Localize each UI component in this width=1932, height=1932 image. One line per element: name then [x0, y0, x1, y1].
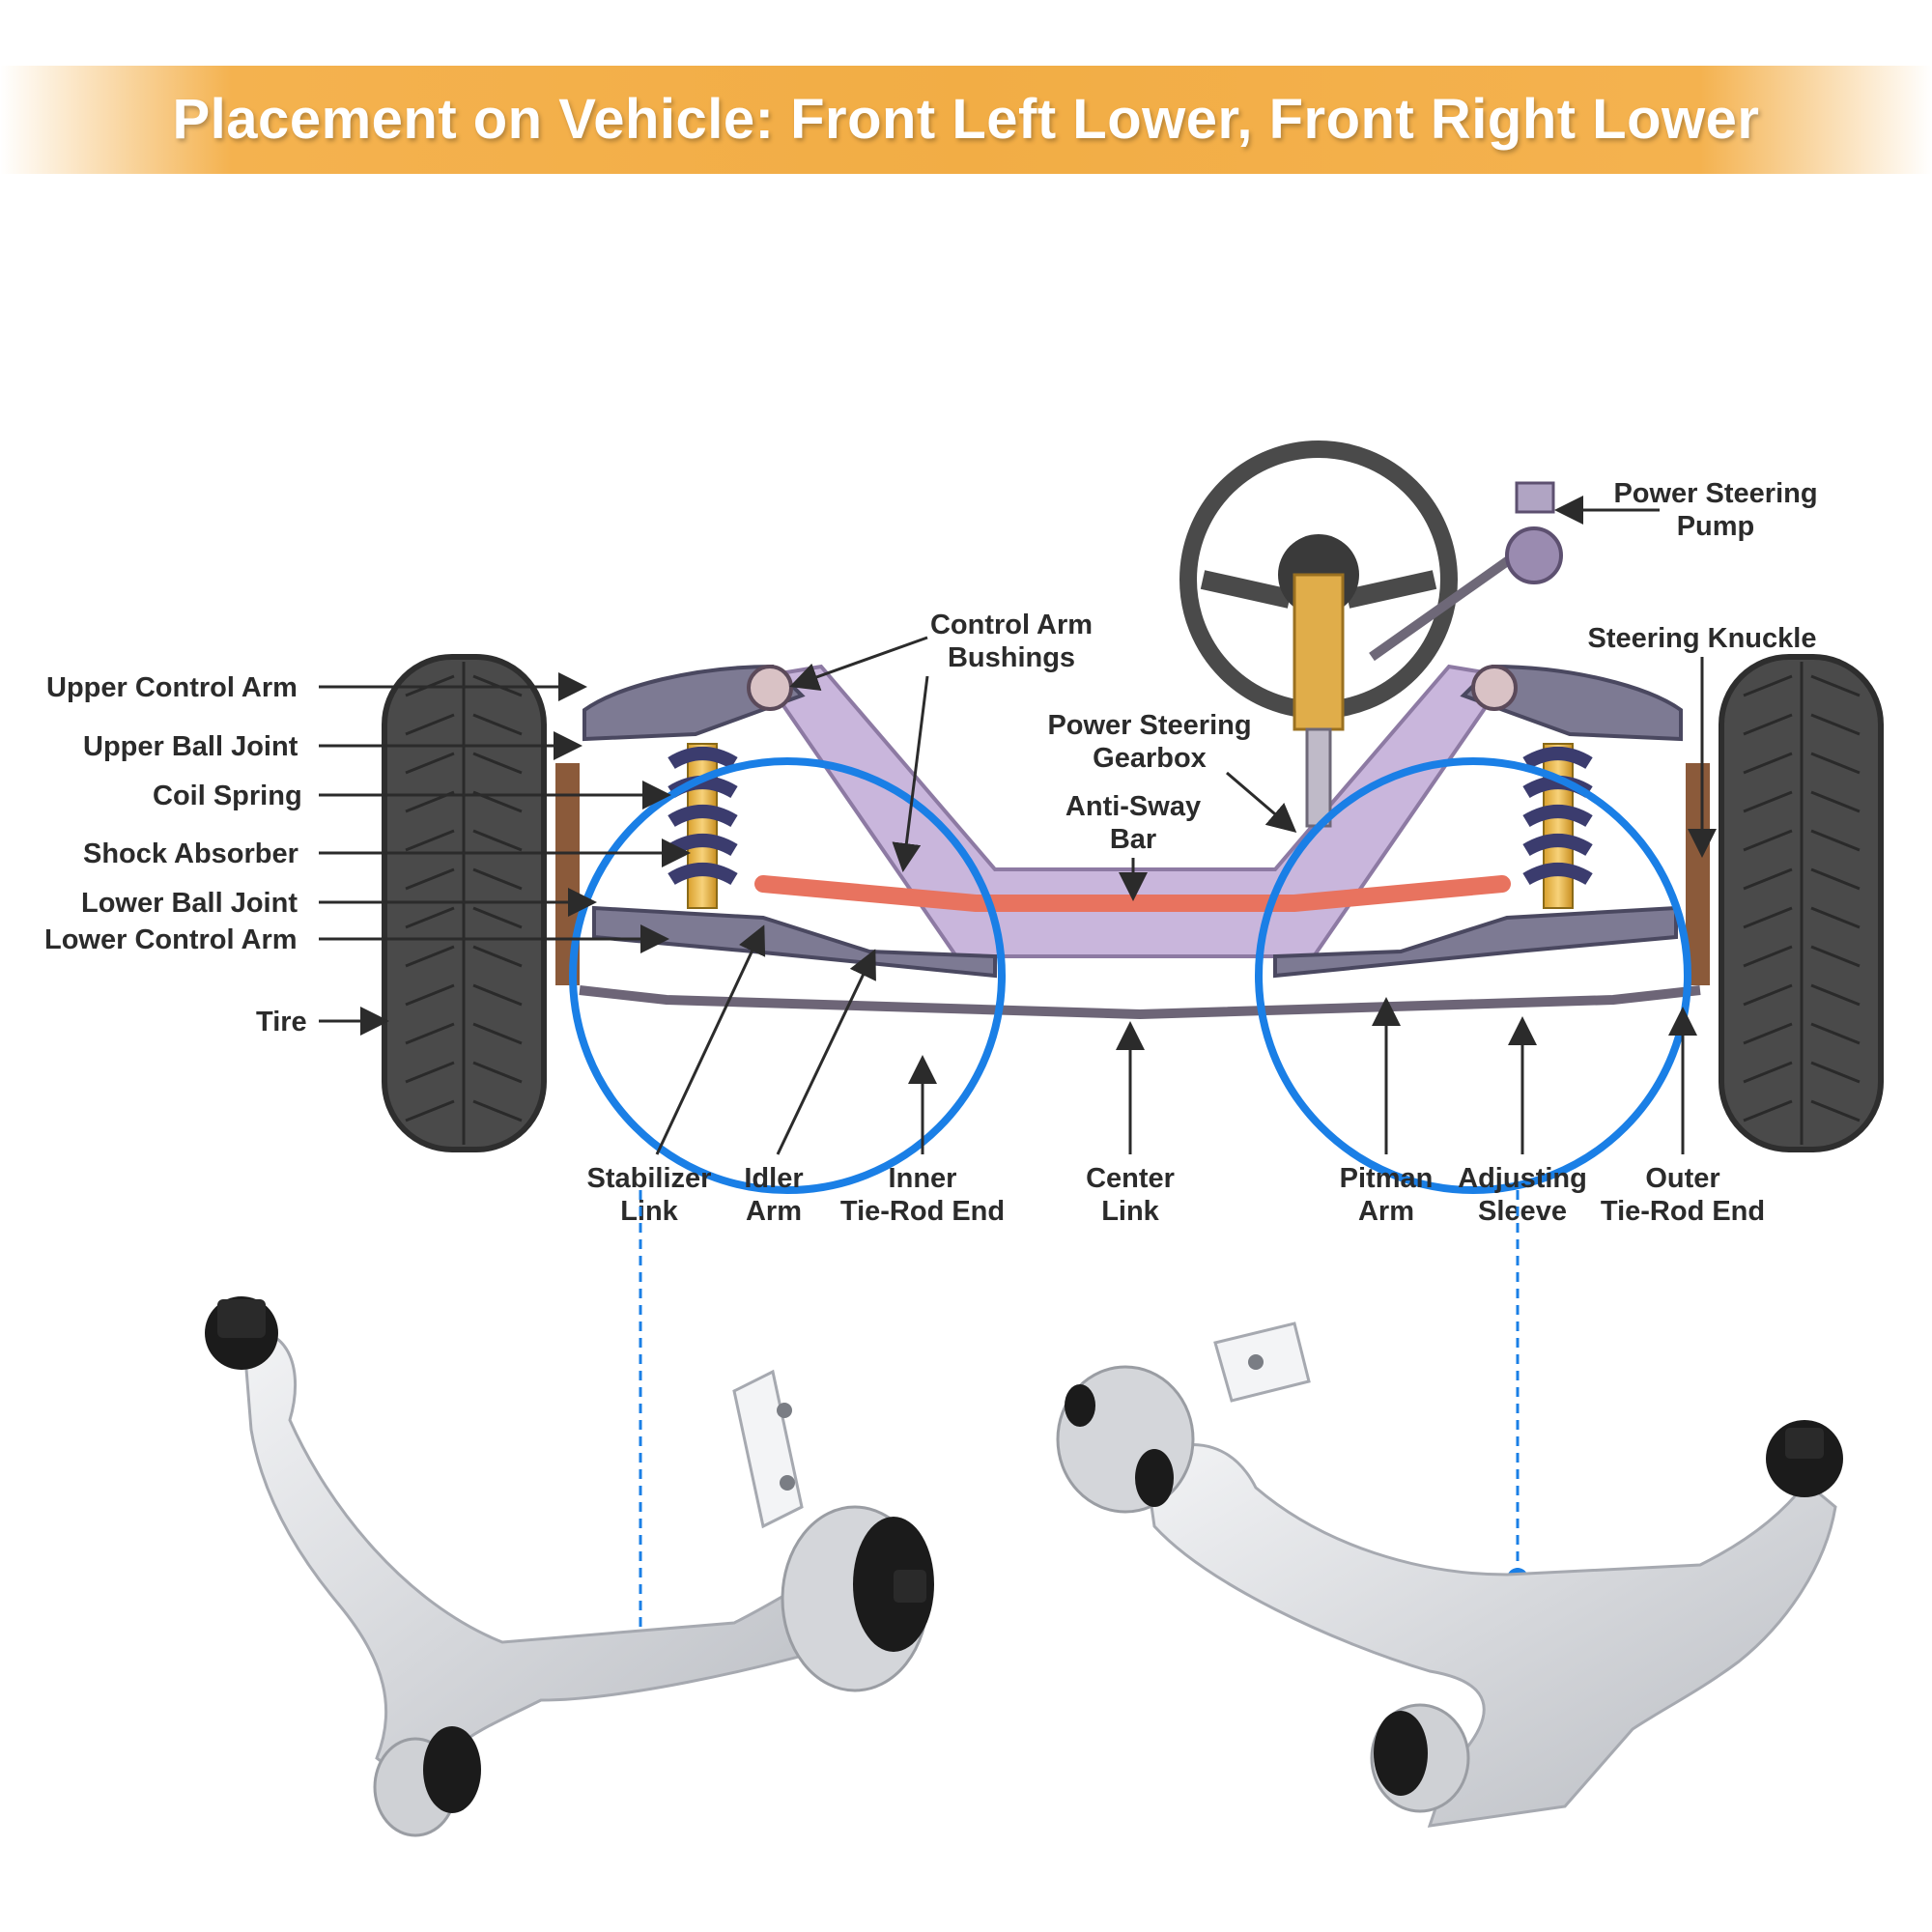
- steering-column: [1293, 573, 1345, 731]
- label-upper-control-arm: Upper Control Arm: [46, 672, 298, 703]
- label-power-steering-pump-2: Pump: [1677, 511, 1755, 542]
- right-steering-knuckle: [1686, 763, 1710, 985]
- label-center-link-2: Link: [1101, 1196, 1159, 1227]
- left-control-arm-bushing: [747, 665, 793, 711]
- left-lower-control-arm-product: [205, 1296, 934, 1837]
- label-idler-arm-2: Arm: [746, 1196, 802, 1227]
- label-anti-sway-bar-2: Bar: [1110, 824, 1156, 855]
- right-control-arm-bushing: [1471, 665, 1518, 711]
- title-banner: [0, 66, 1932, 174]
- label-lower-ball-joint: Lower Ball Joint: [81, 888, 298, 919]
- label-tire: Tire: [256, 1007, 307, 1037]
- label-coil-spring: Coil Spring: [153, 781, 302, 811]
- center-link: [579, 985, 1701, 1020]
- label-power-steering-pump-1: Power Steering: [1613, 478, 1817, 509]
- label-stabilizer-link-1: Stabilizer: [587, 1163, 712, 1194]
- label-idler-arm-1: Idler: [744, 1163, 803, 1194]
- label-control-arm-bushings-2: Bushings: [948, 642, 1075, 673]
- label-center-link-1: Center: [1086, 1163, 1175, 1194]
- banner-title: Placement on Vehicle: Front Left Lower, …: [172, 88, 1760, 151]
- right-lower-control-arm: [1273, 905, 1678, 979]
- left-steering-knuckle: [555, 763, 580, 985]
- label-pitman-arm-1: Pitman: [1340, 1163, 1434, 1194]
- label-control-arm-bushings-1: Control Arm: [930, 610, 1093, 640]
- right-coil-spring: [1522, 743, 1593, 909]
- left-highlight-circle: [569, 757, 1006, 1194]
- right-tire: [1719, 654, 1884, 1152]
- label-lower-control-arm: Lower Control Arm: [44, 924, 298, 955]
- power-steering-pump: [1369, 481, 1563, 662]
- label-steering-knuckle: Steering Knuckle: [1588, 623, 1817, 654]
- label-pitman-arm-2: Arm: [1358, 1196, 1414, 1227]
- label-upper-ball-joint: Upper Ball Joint: [83, 731, 298, 762]
- label-outer-tie-rod-1: Outer: [1645, 1163, 1719, 1194]
- label-power-steering-gearbox-2: Gearbox: [1093, 743, 1207, 774]
- label-inner-tie-rod-2: Tie-Rod End: [840, 1196, 1005, 1227]
- label-shock-absorber: Shock Absorber: [83, 838, 298, 869]
- label-adjusting-sleeve-1: Adjusting: [1458, 1163, 1587, 1194]
- label-outer-tie-rod-2: Tie-Rod End: [1601, 1196, 1765, 1227]
- right-highlight-circle: [1255, 757, 1691, 1194]
- label-adjusting-sleeve-2: Sleeve: [1478, 1196, 1567, 1227]
- right-lower-control-arm-product: [1056, 1321, 1843, 1828]
- label-power-steering-gearbox-1: Power Steering: [1047, 710, 1251, 741]
- label-anti-sway-bar-1: Anti-Sway: [1065, 791, 1201, 822]
- label-stabilizer-link-2: Link: [620, 1196, 678, 1227]
- anti-sway-bar: [754, 875, 1511, 912]
- power-steering-gearbox: [1305, 727, 1332, 828]
- frame: [759, 664, 1511, 958]
- label-inner-tie-rod-1: Inner: [889, 1163, 957, 1194]
